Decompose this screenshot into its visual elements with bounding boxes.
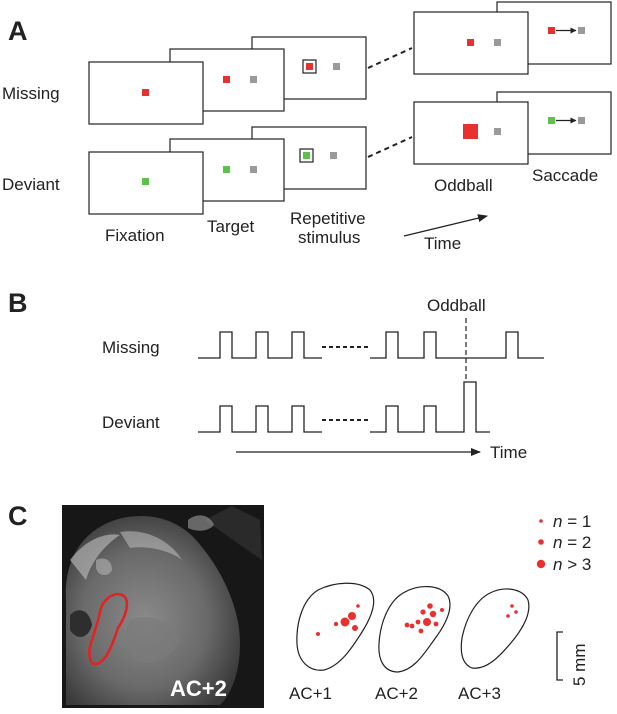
legend-dot-medium: [538, 539, 544, 545]
mri-ventricle: [70, 610, 92, 637]
oddball-label: Oddball: [434, 176, 493, 195]
section-ac1-outline: [296, 582, 375, 671]
deviant-repetitive-green-square: [303, 152, 310, 159]
mri-vessel: [188, 515, 214, 531]
deviant-oddball-gray-square: [494, 128, 501, 135]
ac2-dot: [404, 622, 410, 628]
ac1-dot: [352, 625, 358, 631]
deviant-fixation-green-square: [142, 178, 149, 185]
ac1-dot: [316, 632, 320, 636]
section-ac3: [460, 588, 530, 669]
ac2-dot: [409, 623, 415, 629]
repetitive-label-line2: stimulus: [298, 228, 360, 247]
ac2-dot: [440, 608, 444, 612]
deviant-saccade-green-square: [548, 117, 555, 124]
ac3-dot: [510, 604, 514, 608]
ac2-dot: [423, 618, 431, 626]
fixation-label: Fixation: [105, 226, 165, 245]
ac1-dot: [348, 612, 356, 620]
panel-b: B Oddball Missing Deviant Time: [8, 288, 544, 462]
ac3-dot: [506, 614, 510, 618]
legend-dot-small: [539, 519, 543, 523]
section-label-ac3: AC+3: [458, 684, 501, 703]
ac1-dot: [356, 604, 360, 608]
section-ac2-outline: [378, 586, 451, 673]
panel-a-time-label: Time: [424, 234, 461, 253]
mri-coronal-image: AC+2: [62, 505, 264, 708]
panel-b-deviant-label: Deviant: [102, 413, 160, 432]
section-label-ac2: AC+2: [375, 684, 418, 703]
missing-oddball-gray-square: [494, 39, 501, 46]
mri-bright-spot: [96, 558, 112, 576]
panel-b-letter: B: [8, 288, 28, 318]
legend-entry-1: n = 1: [553, 512, 591, 531]
deviant-repetitive-gray-square: [330, 152, 337, 159]
panel-b-time-label: Time: [490, 443, 527, 462]
mri-skull-dark: [205, 506, 262, 560]
missing-sequence: [88, 36, 367, 125]
ac2-dot: [433, 621, 439, 627]
ac1-dot: [333, 621, 339, 627]
target-label: Target: [207, 217, 255, 236]
missing-continuation-dashes: [367, 47, 413, 69]
ac3-dot: [514, 610, 518, 614]
deviant-target-gray-square: [250, 166, 257, 173]
section-ac3-outline: [460, 588, 530, 669]
missing-target-red-square: [223, 76, 230, 83]
missing-oddball-red-square: [467, 39, 474, 46]
caudate-outline: [88, 592, 129, 666]
legend-entry-3: n > 3: [553, 555, 591, 574]
mri-cortex-bright-2: [120, 531, 182, 560]
ac2-dot: [429, 610, 437, 618]
saccade-label: Saccade: [532, 166, 598, 185]
panel-a: A Missing Deviant: [2, 1, 612, 253]
deviant-repetitive-frame: [299, 148, 314, 163]
panel-c-letter: C: [8, 501, 28, 531]
section-ac2: [378, 586, 451, 673]
panel-a-time-arrow: [403, 214, 488, 237]
panel-b-missing-label: Missing: [102, 338, 160, 357]
missing-target-gray-square: [250, 76, 257, 83]
missing-fixation-red-square: [142, 89, 149, 96]
mri-slice-label: AC+2: [170, 676, 227, 701]
ac2-dot: [420, 609, 426, 615]
deviant-continuation-dashes: [367, 136, 413, 158]
section-label-ac1: AC+1: [289, 684, 332, 703]
mri-cortex-bright: [70, 534, 120, 580]
panel-b-oddball-label: Oddball: [427, 296, 486, 315]
panel-a-letter: A: [8, 16, 28, 46]
ac1-dot: [340, 617, 350, 627]
deviant-saccade-gray-square: [578, 117, 585, 124]
dot-size-legend: n = 1 n = 2 n > 3: [536, 512, 591, 574]
missing-repetitive-red-square: [306, 63, 313, 70]
repetitive-label-line1: Repetitive: [290, 209, 366, 228]
missing-pulse-trace: [198, 331, 544, 359]
scale-bar: [556, 631, 563, 681]
legend-dot-large: [536, 559, 546, 569]
missing-repetitive-gray-square: [333, 63, 340, 70]
ac2-dot: [427, 603, 433, 609]
ac2-dot: [418, 628, 424, 634]
panel-c: C AC+2 n = 1 n = 2 n > 3: [8, 501, 591, 708]
deviant-oddball-large-red-square: [463, 124, 478, 139]
deviant-pulse-trace: [198, 381, 490, 433]
deviant-sequence: [88, 126, 367, 215]
mri-midbrain: [126, 617, 180, 664]
scale-bar-label: 5 mm: [570, 644, 589, 687]
section-ac1: [296, 582, 375, 671]
missing-saccade-gray-square: [578, 27, 585, 34]
ac2-dot: [415, 619, 421, 625]
missing-saccade-red-square: [548, 27, 555, 34]
deviant-row-label: Deviant: [2, 175, 60, 194]
legend-entry-2: n = 2: [553, 533, 591, 552]
missing-row-label: Missing: [2, 84, 60, 103]
deviant-target-green-square: [223, 166, 230, 173]
missing-repetitive-frame: [302, 59, 317, 74]
